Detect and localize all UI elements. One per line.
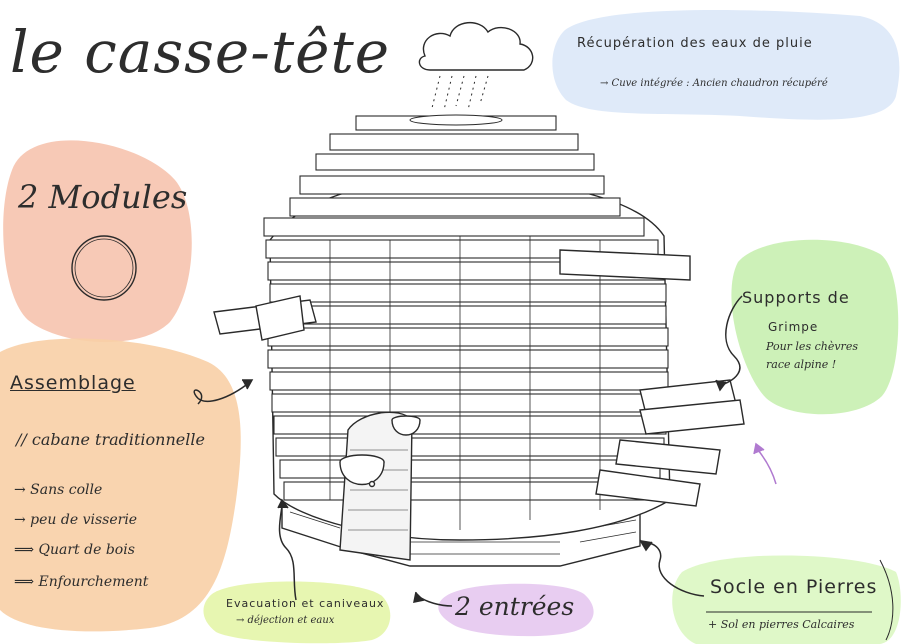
modules-title: 2 Modules [18, 178, 188, 216]
tower-body [213, 114, 745, 567]
evacuation-arrow [278, 505, 297, 601]
cauldron-icon [339, 415, 421, 488]
socle-blob [672, 555, 901, 644]
assemblage-item: → peu de visserie [14, 512, 138, 528]
supports-squiggle [720, 295, 743, 385]
entrees-blob [438, 583, 594, 637]
evacuation-blob [203, 581, 391, 644]
assemblage-arrow [193, 381, 251, 405]
rain-subtitle: → Cuve intégrée : Ancien chaudron récupé… [600, 78, 828, 89]
supports-line2: Grimpe [768, 320, 819, 334]
rain-title: Récupération des eaux de pluie [577, 36, 813, 51]
arrows [193, 295, 894, 641]
cloud-rain-icon [418, 22, 534, 111]
socle-arrow [641, 542, 705, 597]
supports-line3: Pour les chèvres [766, 340, 858, 353]
assemblage-title: Assemblage [10, 372, 136, 394]
evacuation-title: Evacuation et caniveaux [226, 597, 385, 610]
socle-subtitle: + Sol en pierres Calcaires [708, 618, 855, 631]
modules-blob [3, 140, 192, 343]
assemblage-item: ⟹ Quart de bois [14, 542, 135, 558]
circle-ring-icon [71, 235, 137, 301]
pink-arrow [757, 449, 777, 485]
supports-line4: race alpine ! [766, 358, 837, 371]
assemblage-subtitle: // cabane traditionnelle [16, 430, 205, 449]
entrees-label: 2 entrées [455, 592, 575, 621]
entrees-arrow [417, 595, 453, 607]
evacuation-subtitle: → déjection et eaux [236, 615, 335, 626]
supports-title: Supports de [742, 288, 850, 307]
assemblage-item: → Sans colle [14, 482, 103, 498]
rain-blob [552, 9, 900, 120]
supports-blob [731, 239, 899, 415]
socle-title: Socle en Pierres [710, 576, 878, 598]
assemblage-item: ⟹ Enfourchement [14, 574, 149, 590]
assemblage-blob [0, 338, 241, 632]
page-title: le casse-tête [10, 18, 391, 86]
